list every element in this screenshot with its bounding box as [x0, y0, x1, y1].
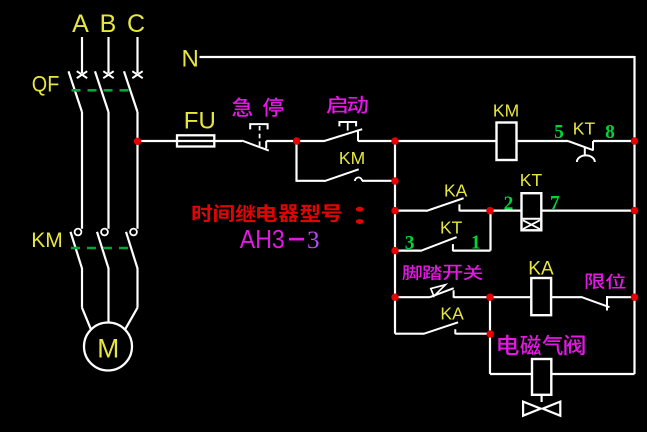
svg-text:C: C: [127, 10, 145, 38]
svg-text:7: 7: [550, 193, 560, 214]
svg-text:8: 8: [605, 122, 615, 143]
svg-text:KM: KM: [31, 229, 63, 252]
svg-text:A: A: [72, 10, 89, 38]
svg-text:AH3: AH3: [240, 224, 285, 254]
svg-text:3: 3: [307, 227, 320, 254]
svg-text:1: 1: [471, 232, 481, 253]
svg-text:QF: QF: [32, 72, 60, 97]
svg-text:M: M: [97, 333, 119, 363]
svg-text:KT: KT: [520, 170, 543, 190]
svg-text:FU: FU: [184, 107, 216, 134]
svg-text:2: 2: [504, 193, 514, 214]
svg-text:KM: KM: [493, 101, 519, 121]
svg-text:N: N: [182, 46, 199, 73]
svg-text:5: 5: [554, 122, 564, 143]
svg-text:KT: KT: [440, 218, 463, 238]
svg-text:B: B: [100, 10, 117, 38]
svg-text:KA: KA: [528, 259, 554, 280]
svg-text:KA: KA: [444, 180, 468, 200]
svg-text:KM: KM: [339, 148, 365, 168]
svg-text:3: 3: [405, 233, 415, 254]
svg-text:KT: KT: [573, 119, 596, 139]
svg-text:KA: KA: [440, 304, 464, 324]
